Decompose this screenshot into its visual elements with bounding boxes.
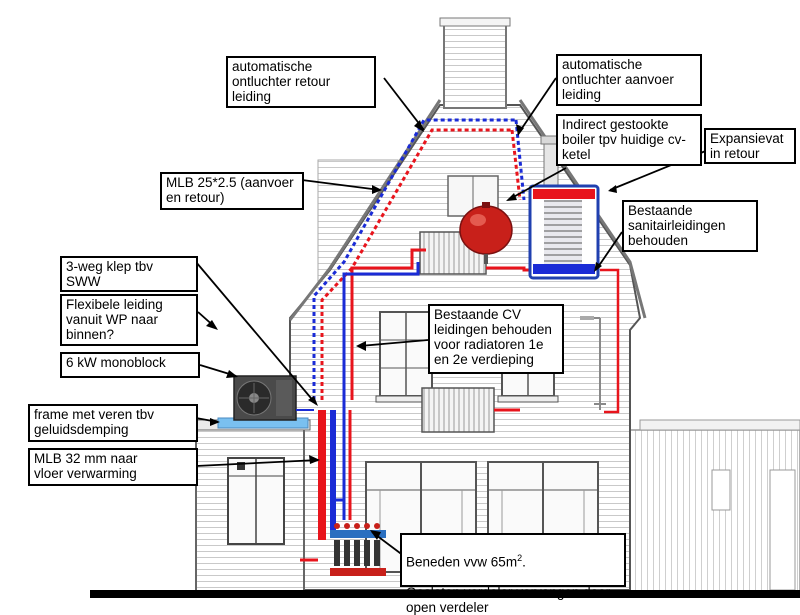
label-ontluchter-aanvoer: automatische ontluchter aanvoer leiding [556, 54, 702, 106]
label-flexibele-leiding: Flexibele leiding vanuit WP naar binnen? [60, 294, 198, 346]
neighbour-building-right [629, 419, 800, 593]
label-ontluchter-retour: automatische ontluchter retour leiding [226, 56, 376, 108]
label-3-weg-klep: 3-weg klep tbv SWW [60, 256, 198, 292]
label-monoblock: 6 kW monoblock [60, 352, 200, 378]
label-cv-leidingen: Bestaande CV leidingen behouden voor rad… [428, 304, 564, 374]
return-pipes [296, 118, 526, 530]
label-boiler: Indirect gestookte boiler tpv huidige cv… [556, 114, 702, 166]
annotation-arrowheads [206, 120, 617, 540]
ground-line [90, 590, 800, 598]
label-beneden-sup: 2 [517, 553, 523, 563]
label-sanitair: Bestaande sanitairleidingen behouden [622, 200, 758, 252]
extension-building [189, 419, 311, 593]
label-beneden-end: . [522, 554, 526, 570]
indirect-boiler [528, 184, 600, 280]
label-verdeler-text: Gesloten verdeler vervangen door open ve… [406, 584, 611, 615]
supply-pipes [300, 128, 620, 562]
heat-pump-monoblock [233, 375, 297, 421]
label-verdeler: Beneden vvw 65m2. Gesloten verdeler verv… [400, 533, 626, 615]
radiator-middle [421, 387, 495, 433]
heat-pump-installation-diagram [90, 17, 800, 598]
label-mlb-25: MLB 25*2.5 (aanvoer en retour) [160, 172, 304, 210]
expansion-vessel [459, 202, 513, 264]
label-mlb-32: MLB 32 mm naar vloer verwarming [28, 448, 198, 486]
window-first-floor-left [375, 311, 437, 403]
label-frame-veren: frame met veren tbv geluidsdemping [28, 404, 198, 442]
label-expansievat: Expansievat in retour [704, 128, 796, 164]
floor-heating-manifold [330, 523, 386, 576]
shower-fixture [580, 316, 606, 410]
label-beneden-text: Beneden vvw 65m [406, 554, 518, 570]
chimney [439, 17, 511, 109]
